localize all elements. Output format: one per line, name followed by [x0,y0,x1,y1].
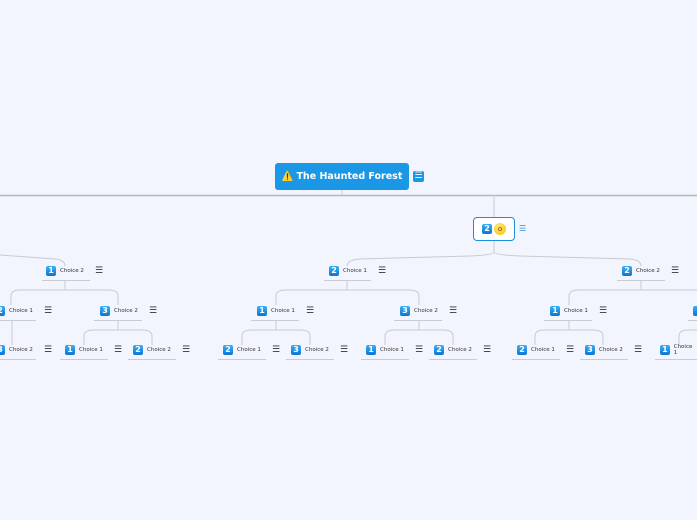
topic-node[interactable]: 3 Choice 2 [400,305,438,317]
notes-menu-icon[interactable]: ☰ [415,345,424,355]
topic-node[interactable]: 3 Choice 2 [291,344,329,356]
priority-badge: 1 [257,306,267,316]
topic-node[interactable]: 2 Choice 1 [223,344,261,356]
notes-menu-icon[interactable]: ☰ [566,345,575,355]
topic-label: Choice 2 [414,308,438,314]
topic-label: Choice 2 [448,347,472,353]
priority-badge: 1 [660,345,670,355]
topic-node[interactable]: 1 Choice 1 [257,305,295,317]
priority-badge: 2 [223,345,233,355]
topic-node[interactable]: 2 Choice 1 [329,265,367,277]
priority-badge [693,306,697,316]
topic-label: Choice 2 [305,347,329,353]
notes-menu-icon[interactable]: ☰ [306,306,315,316]
priority-badge: 2 [434,345,444,355]
notes-menu-icon[interactable]: ☰ [634,345,643,355]
priority-badge: 2 [517,345,527,355]
topic-node[interactable]: 2 Choice 2 [133,344,171,356]
priority-badge: 3 [100,306,110,316]
topic-label: Choice 1 [271,308,295,314]
priority-badge: 1 [65,345,75,355]
topic-label: Choice 2 [60,268,84,274]
topic-node[interactable]: 3 Choice 2 [100,305,138,317]
notes-menu-icon[interactable]: ☰ [340,345,349,355]
notes-menu-icon[interactable]: ☰ [114,345,123,355]
notes-menu-icon[interactable]: ☰ [44,306,53,316]
priority-badge: 1 [46,266,56,276]
topic-node[interactable]: 3 Choice 2 [0,344,33,356]
topic-label: Choice 1 [380,347,404,353]
warning-icon: ⚠️ [281,171,294,182]
topic-label: Choice 2 [114,308,138,314]
topic-node[interactable]: 2 Choice 1 [517,344,555,356]
priority-badge: 2 [329,266,339,276]
topic-label: Choice 1 [673,344,693,356]
topic-node[interactable]: 1 Choice 1 [366,344,404,356]
notes-menu-icon[interactable]: ☰ [44,345,53,355]
notes-menu-icon[interactable]: ☰ [449,306,458,316]
topic-node[interactable]: 1 Choice 1 [550,305,588,317]
priority-badge: 1 [550,306,560,316]
notes-menu-icon[interactable]: ☰ [483,345,492,355]
priority-badge: 3 [291,345,301,355]
topic-label: Choice 2 [147,347,171,353]
priority-badge: 3 [585,345,595,355]
notes-menu-icon[interactable]: ☰ [272,345,281,355]
topic-label: Choice 1 [9,308,33,314]
topic-label: Choice 2 [599,347,623,353]
topic-label: Choice 2 [636,268,660,274]
topic-label: Choice 1 [79,347,103,353]
root-title: The Haunted Forest [296,171,403,182]
topic-label: Choice 1 [564,308,588,314]
topic-label: Choice 1 [237,347,261,353]
notes-menu-icon[interactable]: ☰ [149,306,158,316]
topic-label: Choice 1 [531,347,555,353]
root-topic[interactable]: ⚠️ The Haunted Forest [275,163,409,190]
priority-badge: 3 [400,306,410,316]
notes-menu-icon[interactable]: ☰ [182,345,191,355]
notes-menu-icon[interactable]: ☰ [599,306,608,316]
topic-node[interactable]: 2 Choice 2 [622,265,660,277]
notes-menu-icon[interactable]: ☰ [378,266,387,276]
root-notes-icon[interactable]: ☰ [413,171,424,182]
topic-label: Choice 1 [343,268,367,274]
topic-node[interactable]: 3 Choice 2 [585,344,623,356]
priority-badge: 3 [0,345,5,355]
priority-badge: 2 [482,224,492,234]
topic-node[interactable]: 2 Choice 2 [434,344,472,356]
topic-node[interactable]: 2 Choice 1 [0,305,33,317]
topic-node[interactable] [693,305,697,317]
hub-notes-icon[interactable]: ☰ [519,224,527,233]
priority-badge: 2 [133,345,143,355]
priority-badge: 2 [622,266,632,276]
notes-menu-icon[interactable]: ☰ [671,266,680,276]
priority-badge: 2 [0,306,5,316]
topic-label: Choice 2 [9,347,33,353]
priority-badge: 1 [366,345,376,355]
notes-menu-icon[interactable]: ☰ [95,266,104,276]
topic-node[interactable]: 1 Choice 2 [46,265,84,277]
hub-topic[interactable]: 2 o [473,217,515,241]
topic-node[interactable]: 1 Choice 1 [65,344,103,356]
surprised-face-icon: o [494,223,506,235]
